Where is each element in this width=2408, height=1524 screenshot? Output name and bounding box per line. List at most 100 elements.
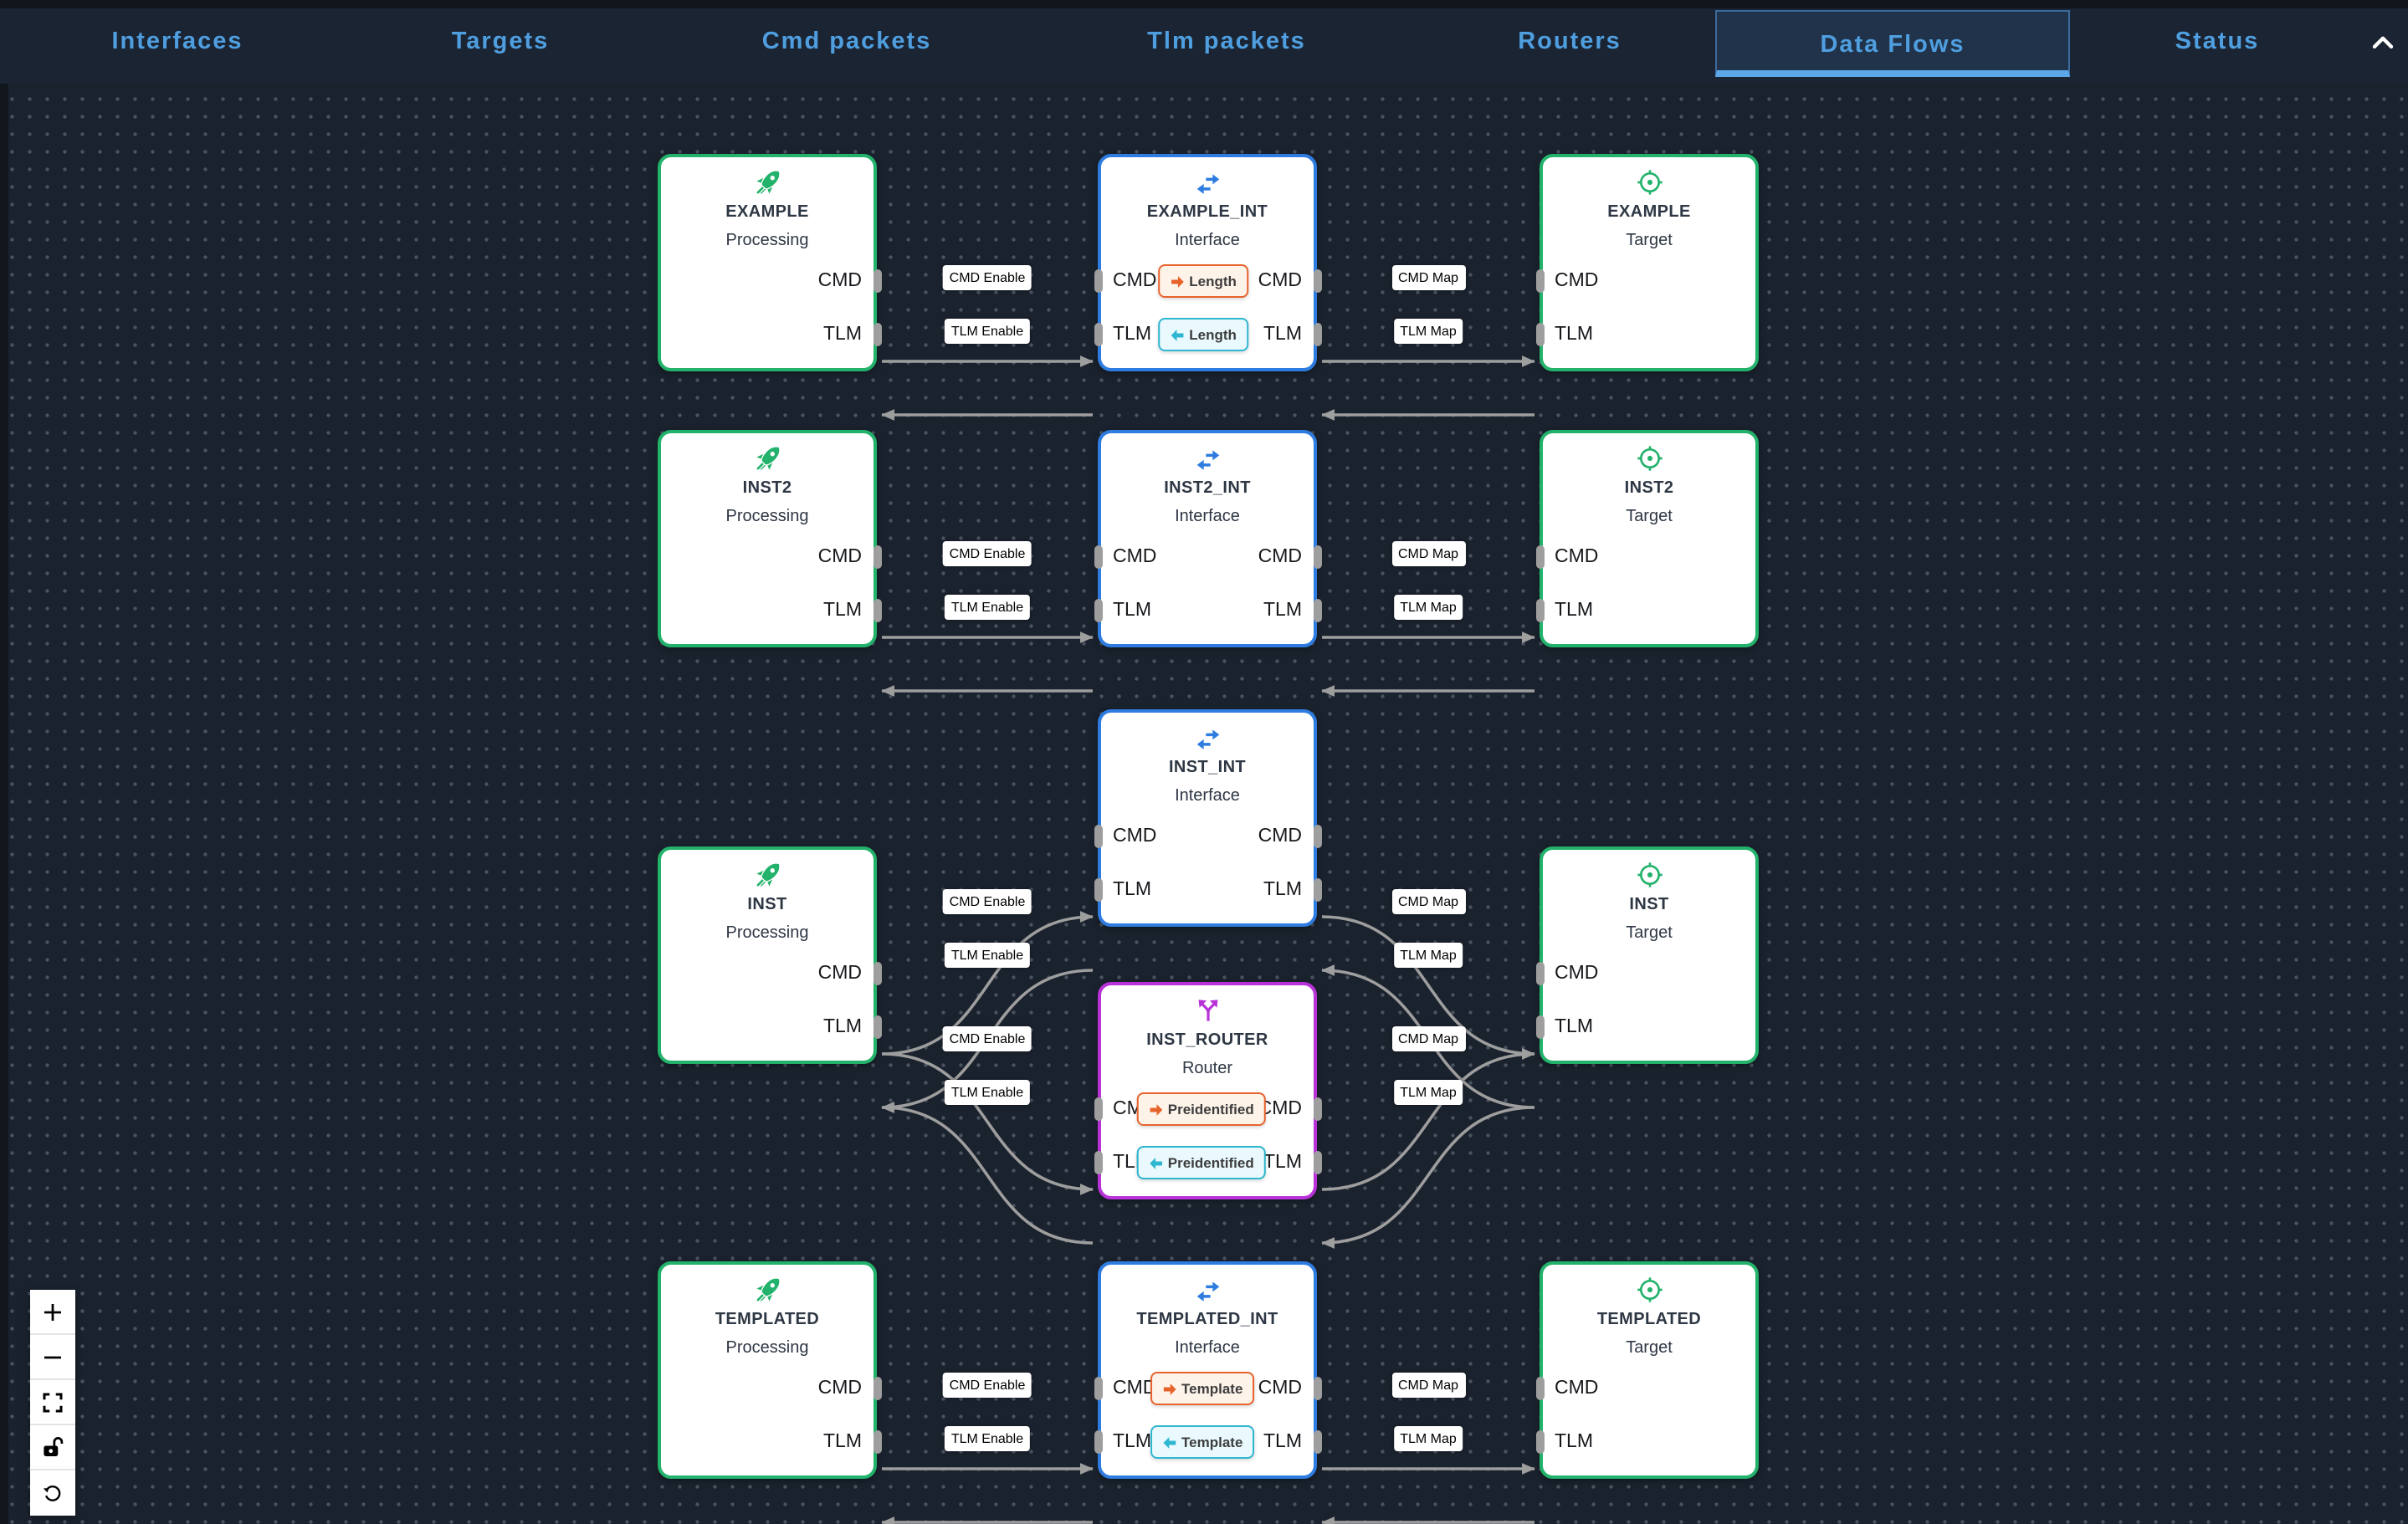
control-toggle-interactivity-button[interactable] xyxy=(30,1425,75,1470)
node-subtitle: Target xyxy=(1626,508,1673,526)
control-reset-layout-button[interactable] xyxy=(30,1470,75,1516)
port-handle-tlm-right[interactable] xyxy=(1313,323,1321,346)
port-label-cmd-right: CMD xyxy=(1258,1378,1302,1399)
nav-tab-targets[interactable]: Targets xyxy=(451,28,550,55)
port-label-tlm-left: TLM xyxy=(1113,325,1151,345)
edge-INST_PROC-INST_INT[interactable] xyxy=(881,911,1094,1056)
port-handle-cmd-left[interactable] xyxy=(1535,1377,1544,1400)
rocket-icon xyxy=(754,169,781,196)
port-handle-tlm-left[interactable] xyxy=(1535,323,1544,346)
control-fit-view-button[interactable] xyxy=(30,1380,75,1425)
edge-label: CMD Map xyxy=(1391,541,1466,566)
port-label-cmd-left: CMD xyxy=(1555,271,1599,291)
port-handle-cmd-right[interactable] xyxy=(1313,269,1321,293)
edge-label: CMD Enable xyxy=(942,1025,1032,1051)
edge-INST_INT-INST_TGT[interactable] xyxy=(1321,915,1535,1060)
port-handle-cmd-right[interactable] xyxy=(873,1377,881,1400)
port-label-cmd-right: CMD xyxy=(817,547,862,567)
node-title: INST xyxy=(1629,896,1669,914)
port-handle-tlm-right[interactable] xyxy=(873,599,881,622)
port-handle-tlm-left[interactable] xyxy=(1535,599,1544,622)
node-subtitle: Interface xyxy=(1175,787,1240,805)
crosshair-icon xyxy=(1636,862,1663,888)
nav-tab-routers[interactable]: Routers xyxy=(1518,28,1622,55)
nav-tab-tlm-packets[interactable]: Tlm packets xyxy=(1147,28,1306,55)
port-handle-tlm-right[interactable] xyxy=(1313,1151,1321,1174)
edge-INST_ROUTER-INST_TGT[interactable] xyxy=(1321,1048,1535,1191)
port-handle-cmd-right[interactable] xyxy=(1313,1097,1321,1121)
port-label-tlm-left: TLM xyxy=(1113,880,1151,900)
port-handle-cmd-left[interactable] xyxy=(1094,545,1102,569)
port-label-tlm-right: TLM xyxy=(1263,1432,1302,1452)
edge-label: CMD Enable xyxy=(942,265,1032,290)
port-handle-tlm-left[interactable] xyxy=(1094,878,1102,902)
node-subtitle: Router xyxy=(1181,1060,1232,1078)
port-handle-cmd-left[interactable] xyxy=(1535,269,1544,293)
port-label-cmd-left: CMD xyxy=(1113,1378,1157,1399)
port-handle-tlm-right[interactable] xyxy=(1313,599,1321,622)
port-handle-cmd-right[interactable] xyxy=(873,962,881,985)
port-handle-tlm-left[interactable] xyxy=(1094,599,1102,622)
port-handle-cmd-left[interactable] xyxy=(1535,545,1544,569)
port-label-tlm-left: TLM xyxy=(1555,1432,1593,1452)
port-handle-cmd-left[interactable] xyxy=(1094,1377,1102,1400)
edge-label: CMD Map xyxy=(1391,265,1466,290)
edge-label: TLM Map xyxy=(1393,319,1463,344)
protocol-badge-left: Length xyxy=(1157,318,1248,351)
chevron-up-icon[interactable] xyxy=(2366,25,2400,59)
control-zoom-in-button[interactable] xyxy=(30,1290,75,1335)
port-label-cmd-right: CMD xyxy=(1258,1099,1302,1119)
control-zoom-out-button[interactable] xyxy=(30,1335,75,1380)
port-handle-tlm-right[interactable] xyxy=(873,1015,881,1039)
port-handle-tlm-left[interactable] xyxy=(1094,1151,1102,1174)
node-subtitle: Interface xyxy=(1175,232,1240,250)
port-handle-tlm-left[interactable] xyxy=(1535,1430,1544,1454)
port-handle-tlm-left[interactable] xyxy=(1094,323,1102,346)
port-handle-tlm-left[interactable] xyxy=(1535,1015,1544,1039)
port-handle-cmd-left[interactable] xyxy=(1094,269,1102,293)
edge-INST_ROUTER-INST_PROC[interactable] xyxy=(881,1102,1094,1245)
node-subtitle: Target xyxy=(1626,1339,1673,1358)
port-handle-cmd-right[interactable] xyxy=(1313,1377,1321,1400)
port-handle-cmd-left[interactable] xyxy=(1094,1097,1102,1121)
nav-tab-data-flows[interactable]: Data Flows xyxy=(1715,10,2070,77)
node-title: EXAMPLE_INT xyxy=(1146,203,1268,222)
port-handle-cmd-left[interactable] xyxy=(1094,825,1102,848)
port-handle-tlm-right[interactable] xyxy=(1313,878,1321,902)
port-handle-tlm-right[interactable] xyxy=(873,1430,881,1454)
badge-label: Length xyxy=(1189,273,1237,289)
swap-arrows-icon xyxy=(1194,169,1221,196)
port-handle-cmd-left[interactable] xyxy=(1535,962,1544,985)
port-handle-tlm-left[interactable] xyxy=(1094,1430,1102,1454)
rocket-icon xyxy=(754,862,781,888)
port-handle-cmd-right[interactable] xyxy=(873,269,881,293)
port-handle-cmd-right[interactable] xyxy=(1313,825,1321,848)
port-handle-cmd-right[interactable] xyxy=(873,545,881,569)
port-handle-tlm-right[interactable] xyxy=(1313,1430,1321,1454)
node-title: INST_ROUTER xyxy=(1146,1031,1268,1050)
nav-tab-interfaces[interactable]: Interfaces xyxy=(111,28,243,55)
port-label-tlm-right: TLM xyxy=(823,601,862,621)
port-handle-tlm-right[interactable] xyxy=(873,323,881,346)
edge-INST_PROC-INST_ROUTER[interactable] xyxy=(881,1052,1094,1195)
nav-tab-cmd-packets[interactable]: Cmd packets xyxy=(761,28,932,55)
nav-tab-status[interactable]: Status xyxy=(2175,28,2260,55)
port-handle-cmd-right[interactable] xyxy=(1313,545,1321,569)
top-navbar: Interfaces Targets Cmd packets Tlm packets R… xyxy=(0,0,2408,84)
edge-INST_TGT-INST_ROUTER[interactable] xyxy=(1321,1106,1535,1249)
edge-label: TLM Enable xyxy=(944,319,1031,344)
